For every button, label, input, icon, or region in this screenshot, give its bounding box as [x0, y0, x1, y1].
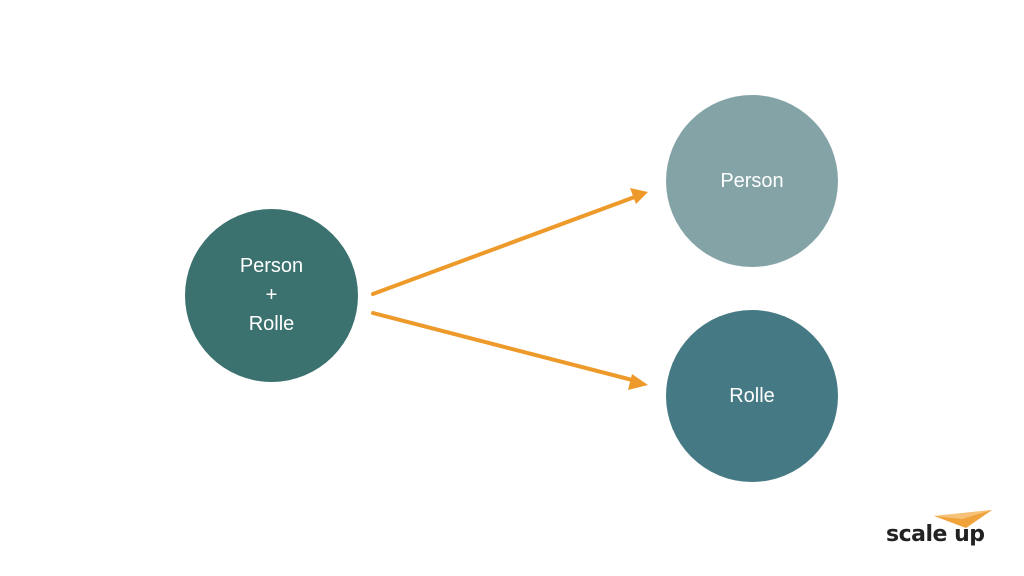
paper-plane-icon	[934, 510, 992, 528]
person-node: Person	[666, 95, 838, 267]
arrowhead-to-rolle	[628, 374, 648, 390]
node-line-person: Person	[239, 255, 304, 277]
person-node-label: Person	[720, 169, 784, 192]
rolle-node-label: Rolle	[729, 384, 775, 407]
person-plus-rolle-label: Person + Rolle	[240, 252, 303, 339]
arrow-to-person	[371, 193, 642, 296]
rolle-node: Rolle	[666, 310, 838, 482]
node-line-rolle: Rolle	[248, 313, 295, 335]
person-plus-rolle-node: Person + Rolle	[185, 209, 358, 382]
arrowhead-to-person	[630, 188, 648, 204]
node-line-plus: +	[265, 284, 278, 306]
logo-wordmark: scale up	[886, 522, 985, 547]
scaleup-logo: scale up	[884, 508, 996, 552]
arrow-to-rolle	[371, 311, 638, 383]
